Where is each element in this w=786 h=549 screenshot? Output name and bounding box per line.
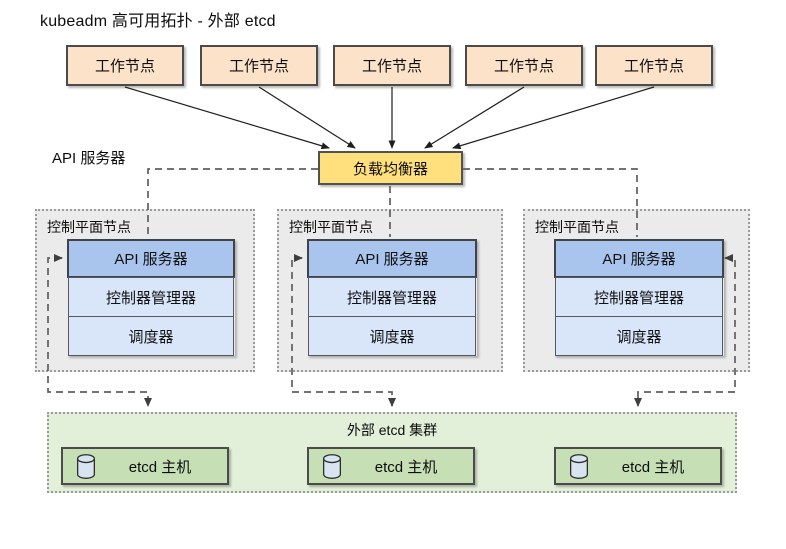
control-plane-node-3: 控制平面节点 API 服务器 控制器管理器 调度器 [523, 209, 750, 372]
scheduler-box: 调度器 [308, 316, 476, 356]
api-server-row-label: API 服务器 [52, 150, 126, 167]
etcd-host-1: etcd 主机 [61, 447, 229, 485]
controller-manager-box: 控制器管理器 [555, 277, 723, 317]
etcd-host-label: etcd 主机 [621, 458, 685, 476]
control-plane-stack: API 服务器 控制器管理器 调度器 [307, 239, 477, 356]
api-server-box: API 服务器 [554, 239, 724, 278]
etcd-host-label: etcd 主机 [374, 458, 438, 476]
scheduler-box: 调度器 [68, 316, 234, 356]
control-plane-stack: API 服务器 控制器管理器 调度器 [67, 239, 235, 356]
etcd-cluster-label: 外部 etcd 集群 [346, 422, 438, 438]
control-plane-node-1: 控制平面节点 API 服务器 控制器管理器 调度器 [35, 209, 255, 372]
arrow-worker2-to-lb [258, 86, 356, 149]
controller-manager-box: 控制器管理器 [68, 277, 234, 317]
control-plane-label: 控制平面节点 [47, 219, 131, 235]
scheduler-box: 调度器 [555, 316, 723, 356]
load-balancer-node: 负载均衡器 [318, 151, 463, 185]
worker-node-1: 工作节点 [66, 45, 184, 86]
etcd-host-label: etcd 主机 [128, 458, 192, 476]
diagram-title: kubeadm 高可用拓扑 - 外部 etcd [40, 13, 276, 30]
control-plane-node-2: 控制平面节点 API 服务器 控制器管理器 调度器 [277, 209, 503, 372]
worker-node-2: 工作节点 [200, 45, 318, 86]
etcd-host-3: etcd 主机 [554, 447, 722, 485]
worker-node-label: 工作节点 [228, 58, 289, 75]
api-server-box: API 服务器 [307, 239, 477, 278]
control-plane-label: 控制平面节点 [535, 219, 619, 235]
controller-manager-box: 控制器管理器 [308, 277, 476, 317]
etcd-host-2: etcd 主机 [307, 447, 475, 485]
worker-node-label: 工作节点 [623, 58, 684, 75]
worker-node-label: 工作节点 [361, 58, 422, 75]
worker-node-3: 工作节点 [333, 45, 451, 86]
worker-node-4: 工作节点 [465, 45, 583, 86]
worker-node-label: 工作节点 [94, 58, 155, 75]
database-icon [569, 454, 589, 479]
load-balancer-label: 负载均衡器 [352, 160, 428, 178]
control-plane-stack: API 服务器 控制器管理器 调度器 [554, 239, 724, 356]
arrow-worker5-to-lb [452, 86, 655, 150]
arrow-worker4-to-lb [424, 86, 525, 149]
database-icon [76, 454, 96, 479]
worker-node-5: 工作节点 [595, 45, 713, 86]
api-server-box: API 服务器 [67, 239, 235, 278]
worker-node-label: 工作节点 [493, 58, 554, 75]
database-icon [322, 454, 342, 479]
arrow-worker1-to-lb [124, 86, 330, 150]
control-plane-label: 控制平面节点 [289, 219, 373, 235]
